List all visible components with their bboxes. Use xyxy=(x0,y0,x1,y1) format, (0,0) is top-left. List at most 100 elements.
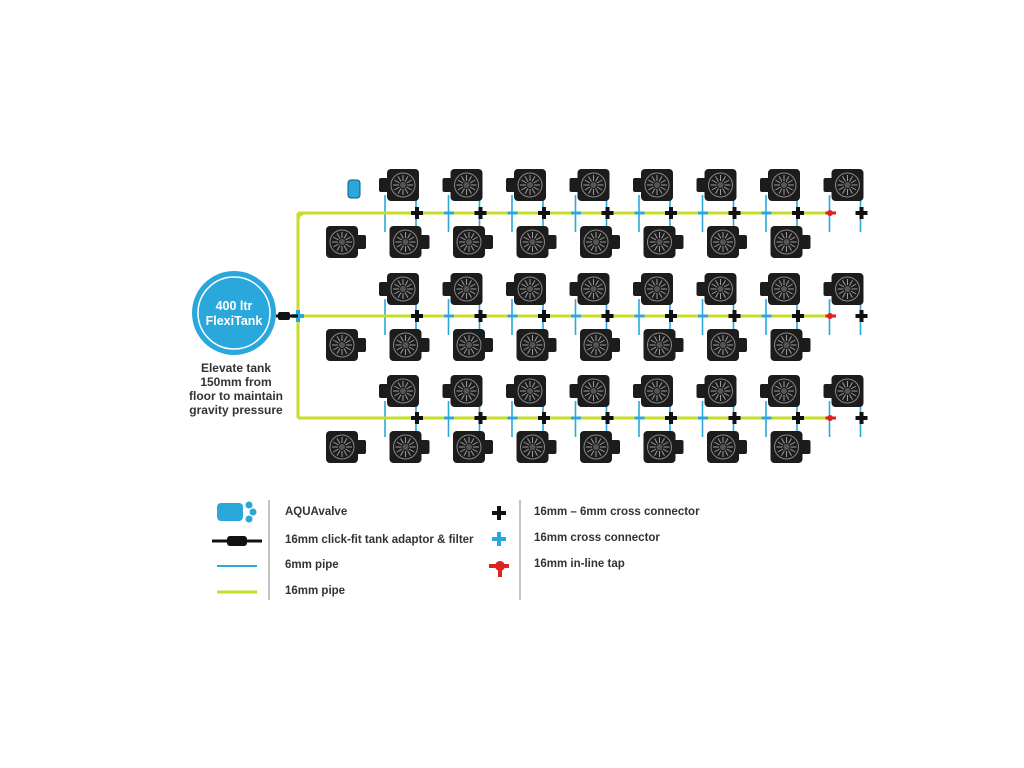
note-line: gravity pressure xyxy=(189,403,283,417)
pot-lid-rib xyxy=(460,441,466,446)
pot-lid-rib xyxy=(726,243,732,248)
pot-lid-rib xyxy=(717,348,722,354)
pot xyxy=(760,273,800,305)
pot-lid-ring xyxy=(647,332,672,358)
pot-lid-rib xyxy=(460,346,466,351)
pot xyxy=(696,169,737,201)
pot-lid-rib xyxy=(463,245,468,251)
pot-lid-rib xyxy=(472,441,478,446)
pot-lid-rib xyxy=(588,280,592,286)
pot-lid-rib xyxy=(724,450,729,456)
pot-lid-ring xyxy=(708,378,733,404)
pot-valve-box xyxy=(633,282,643,296)
cross-connector-black xyxy=(859,310,864,322)
pot-lid-rib xyxy=(404,188,409,194)
pot-lid-rib xyxy=(523,339,530,344)
pot xyxy=(569,273,610,305)
pot-lid-rib xyxy=(789,243,796,248)
pot-lid-rib xyxy=(468,292,472,298)
pot-lid-rib xyxy=(396,236,403,241)
pot-lid-rib xyxy=(654,438,658,444)
pot-valve-box xyxy=(506,178,516,192)
pot-lid-rib xyxy=(648,186,654,191)
pot-lid-ring xyxy=(390,276,416,302)
pot-lid-rib xyxy=(595,292,599,298)
pot-lid-rib xyxy=(788,336,792,342)
pot-lid-rib xyxy=(527,233,531,239)
pot-lid-rib xyxy=(785,382,790,388)
pot-lid-rib xyxy=(775,283,781,288)
pot-lid-rib xyxy=(597,336,602,342)
pot-lid-rib xyxy=(461,280,465,286)
cross-connector-blue xyxy=(698,314,708,318)
cross-connector-blue xyxy=(761,211,772,215)
pot-lid-rib xyxy=(590,245,595,251)
pot-lid-rib xyxy=(407,336,411,342)
pot-lid-rib xyxy=(711,392,718,397)
pot-lid-rib xyxy=(849,176,853,182)
pot-lid-rib xyxy=(778,292,783,298)
pot xyxy=(326,431,366,463)
pot xyxy=(633,169,673,201)
pot-valve-box xyxy=(356,338,366,352)
pot-lid-rib xyxy=(838,283,845,288)
pot-lid-rib xyxy=(787,283,793,288)
pot-lid-rib xyxy=(343,233,348,239)
pot xyxy=(580,329,620,361)
pot-valve-box xyxy=(506,384,516,398)
pot-lid-rib xyxy=(535,448,542,453)
pot-lid-rib xyxy=(461,188,465,194)
cross-connector-blue xyxy=(571,211,581,215)
pot-lid-ring xyxy=(520,332,545,358)
pot-lid-rib xyxy=(463,336,468,342)
pot-lid-hub xyxy=(400,388,406,394)
pot-valve-box xyxy=(483,338,493,352)
pot-lid-rib xyxy=(533,392,539,397)
pot-valve-box xyxy=(696,282,707,296)
pot-lid-rib xyxy=(838,290,845,295)
pot-lid-rib xyxy=(397,176,402,182)
pot-lid-ring xyxy=(390,378,416,404)
pot-valve-box xyxy=(633,384,643,398)
cross-connector-black xyxy=(796,412,800,424)
pot-lid-rib xyxy=(596,392,603,397)
pot-lid-rib xyxy=(660,186,666,191)
pot-lid-rib xyxy=(849,394,853,400)
pot-lid-ring xyxy=(647,434,672,460)
pot-lid-rib xyxy=(595,176,599,182)
pot-lid-rib xyxy=(394,392,400,397)
pot-lid-rib xyxy=(723,392,730,397)
pot-lid-rib xyxy=(838,385,845,390)
pot xyxy=(506,273,546,305)
pot-lid-rib xyxy=(397,394,402,400)
legend-label-tank-adaptor: 16mm click-fit tank adaptor & filter xyxy=(285,534,474,546)
pot-valve-box xyxy=(610,440,620,454)
pot-lid-rib xyxy=(660,179,666,184)
pot-lid-rib xyxy=(722,188,726,194)
pot-lid-rib xyxy=(654,233,658,239)
pot-lid-rib xyxy=(599,441,605,446)
pot-lid-rib xyxy=(648,283,654,288)
pot-lid-rib xyxy=(660,385,666,390)
pot xyxy=(506,375,546,407)
tank-capacity: 400 ltr xyxy=(216,299,253,313)
pot-lid-rib xyxy=(523,346,530,351)
pot-lid-rib xyxy=(468,382,472,388)
pot-lid-rib xyxy=(654,245,658,251)
pot-lid-rib xyxy=(521,290,527,295)
pot-lid-hub xyxy=(844,286,851,292)
pot xyxy=(707,431,747,463)
pot-valve-box xyxy=(483,235,493,249)
pot-lid-rib xyxy=(842,292,846,298)
pot-lid-rib xyxy=(651,280,656,286)
pot-lid-rib xyxy=(717,245,722,251)
pot-valve-box xyxy=(379,178,389,192)
pot-lid-rib xyxy=(660,392,666,397)
pot-lid-rib xyxy=(457,179,464,184)
pot-lid-rib xyxy=(523,236,530,241)
pot-lid-rib xyxy=(408,236,415,241)
pot-valve-box xyxy=(673,235,684,249)
pot-lid-rib xyxy=(407,438,411,444)
cross-connector-blue xyxy=(698,416,708,420)
pot-lid-rib xyxy=(785,394,790,400)
